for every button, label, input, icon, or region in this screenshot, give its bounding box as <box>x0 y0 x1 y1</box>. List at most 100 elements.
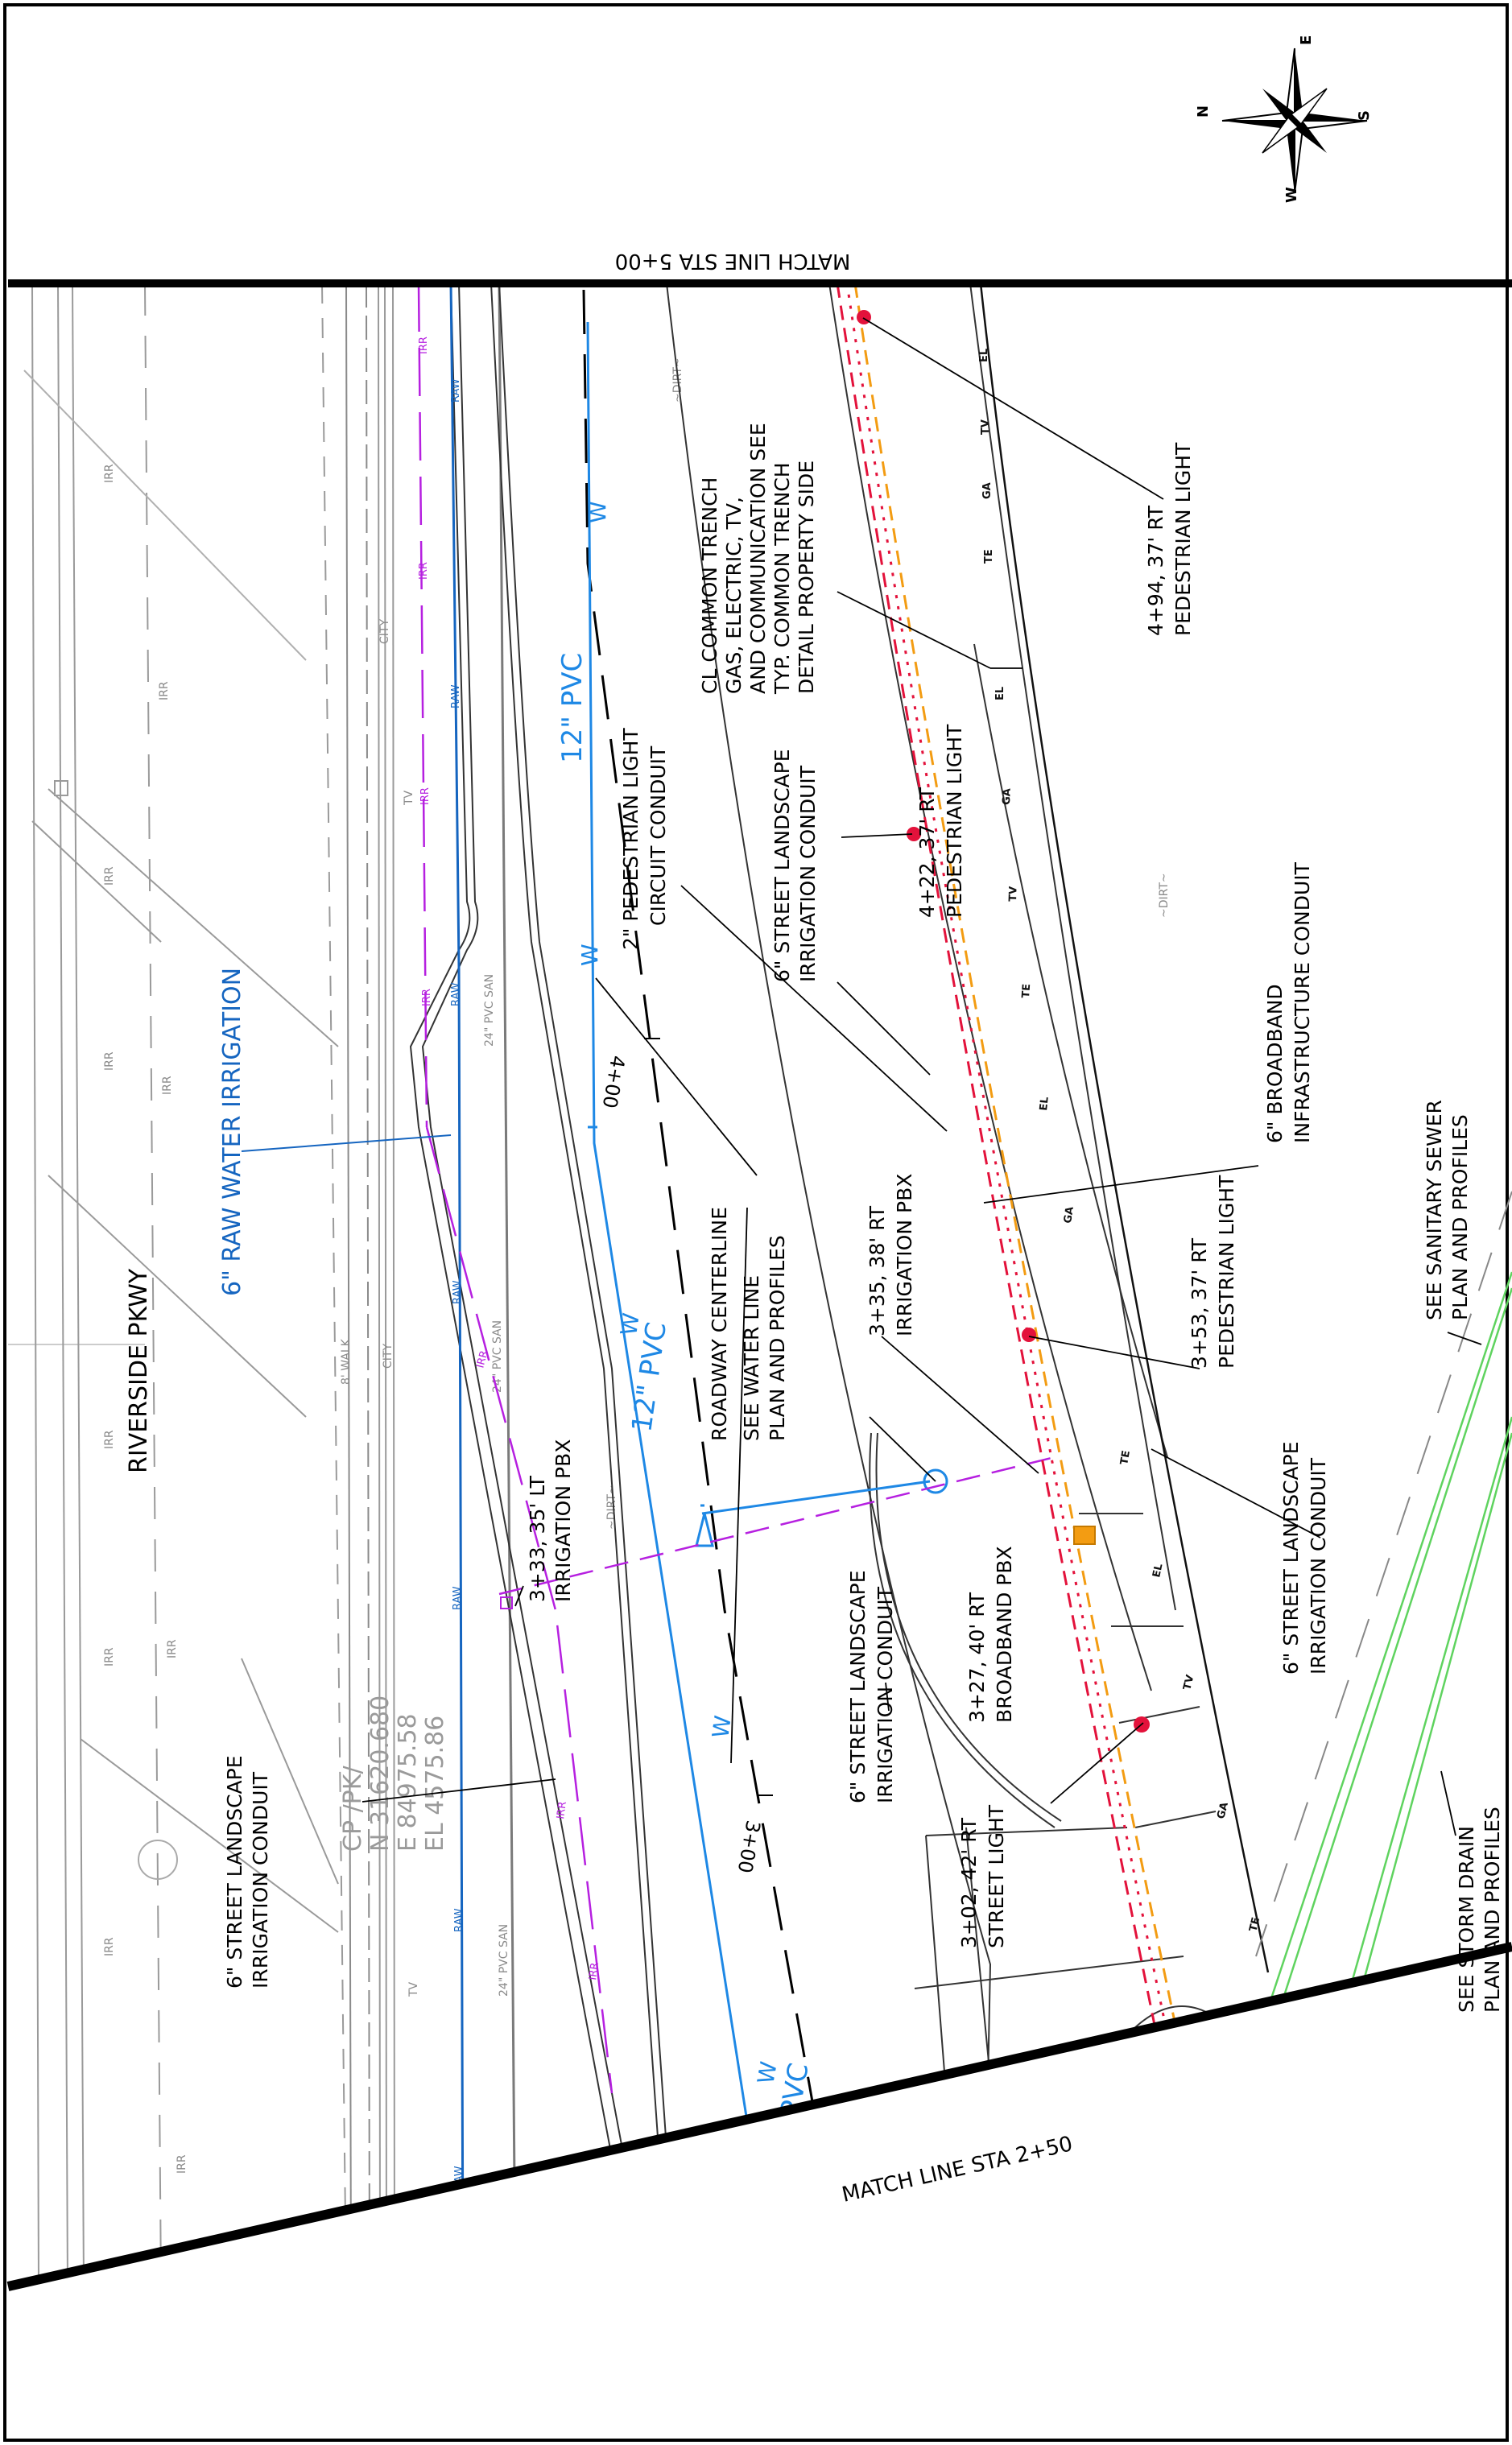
cp-name: CP /PK/ <box>339 1766 367 1852</box>
match-line-top-label: MATCH LINE STA 5+00 <box>615 249 851 273</box>
leader-lines <box>361 317 1482 1836</box>
electric-conduits <box>836 283 1177 2030</box>
trench-label-5: DETAIL PROPERTY SIDE <box>795 461 818 694</box>
landscape-d-label-1: 6" STREET LANDSCAPE <box>223 1755 246 1989</box>
svg-text:RAW: RAW <box>450 378 462 403</box>
irr333-label-2: IRRIGATION PBX <box>552 1439 575 1602</box>
station-400: 4+00 <box>598 1054 630 1110</box>
landscape-a-label-1: 6" STREET LANDSCAPE <box>770 749 794 982</box>
svg-text:IRR: IRR <box>161 1076 174 1095</box>
raw-labels: RAW RAW RAW RAW RAW RAW RAW <box>450 378 465 2190</box>
svg-text:W: W <box>576 944 603 966</box>
irr335-label-2: IRRIGATION PBX <box>893 1174 916 1336</box>
svg-text:TE: TE <box>1020 984 1033 999</box>
street-riverside: RIVERSIDE PKWY <box>125 1268 153 1473</box>
svg-text:IRR: IRR <box>419 787 432 805</box>
svg-text:GA: GA <box>981 482 994 499</box>
storm-label-1: SEE STORM DRAIN <box>1455 1826 1478 2013</box>
compass-rose-icon <box>1221 47 1368 194</box>
compass-s: S <box>1356 110 1373 121</box>
trench-tags: EL TV GA TE EL GA TV TE EL GA TE EL TV G… <box>978 349 1262 1933</box>
svg-text:TE: TE <box>1247 1916 1262 1933</box>
lights <box>857 310 1150 1733</box>
svg-text:W: W <box>752 2059 782 2086</box>
broadband-pbx <box>1073 1526 1096 1545</box>
svg-text:12" PVC: 12" PVC <box>556 653 589 763</box>
annotation-texts: 2" PEDESTRIAN LIGHT CIRCUIT CONDUIT CL C… <box>223 423 1504 2013</box>
svg-text:IRR: IRR <box>103 464 116 483</box>
match-line-bottom-label: MATCH LINE STA 2+50 <box>840 2132 1075 2208</box>
ped353-label-1: 3+53, 37' RT <box>1188 1237 1211 1369</box>
svg-text:TV: TV <box>407 1981 420 1997</box>
svg-text:8' WALK: 8' WALK <box>340 1338 353 1385</box>
street302-label-1: 3+02, 42' RT <box>957 1817 981 1948</box>
svg-text:IRR: IRR <box>103 1937 116 1956</box>
landscape-c-label-2: IRRIGATION CONDUIT <box>874 1586 897 1803</box>
svg-text:W: W <box>585 501 611 523</box>
common-trench <box>979 283 1270 1973</box>
svg-text:GA: GA <box>1215 1801 1231 1820</box>
ped-circuit-label-2: CIRCUIT CONDUIT <box>647 745 670 926</box>
match-line-bottom <box>6 1942 1512 2291</box>
broadband-label-2: INFRASTRUCTURE CONDUIT <box>1291 861 1314 1143</box>
svg-text:IRR: IRR <box>418 337 430 354</box>
control-point: CP /PK/ N 31620.680 E 84975.58 EL 4575.8… <box>339 1695 449 1852</box>
tree-symbol <box>138 1840 178 1880</box>
sheet-border <box>3 3 1509 2442</box>
landscape-c-label-1: 6" STREET LANDSCAPE <box>846 1570 870 1803</box>
svg-text:IRR: IRR <box>555 1801 569 1820</box>
landscape-a-label-2: IRRIGATION CONDUIT <box>796 765 820 982</box>
svg-text:W: W <box>615 1311 645 1337</box>
svg-text:TE: TE <box>983 549 995 564</box>
cp-northing: N 31620.680 <box>366 1695 395 1852</box>
svg-text:TV: TV <box>1181 1674 1196 1691</box>
svg-text:RAW: RAW <box>450 684 462 708</box>
landscape-b-label-1: 6" STREET LANDSCAPE <box>1279 1441 1303 1675</box>
compass-n: N <box>1195 105 1212 118</box>
svg-text:IRR: IRR <box>103 1430 116 1449</box>
svg-text:TV: TV <box>1007 886 1020 902</box>
sewer-dash <box>1255 1191 1512 1957</box>
raw-water-label: 6" RAW WATER IRRIGATION <box>218 968 246 1296</box>
irr333-label-1: 3+33, 35' LT <box>526 1475 549 1602</box>
svg-text:12" PVC: 12" PVC <box>626 1320 673 1434</box>
ped494-label-2: PEDESTRIAN LIGHT <box>1171 442 1195 636</box>
ped494-label-1: 4+94, 37' RT <box>1144 505 1167 636</box>
irrigation-tags: IRR IRR IRR IRR IRR IRR IRR <box>418 337 601 1980</box>
raw-water-line <box>449 283 465 2286</box>
cp-elevation: EL 4575.86 <box>421 1716 449 1852</box>
svg-text:EL: EL <box>1038 1097 1051 1112</box>
sewer-label-2: PLAN AND PROFILES <box>1448 1114 1472 1320</box>
svg-text:IRR: IRR <box>166 1639 179 1658</box>
cp-easting: E 84975.58 <box>394 1713 422 1852</box>
trench-label-2: GAS, ELECTRIC, TV, <box>722 497 746 694</box>
trench-label-4: TYP. COMMON TRENCH <box>770 462 794 695</box>
svg-text:RAW: RAW <box>450 982 462 1006</box>
svg-text:IRR: IRR <box>176 2154 188 2174</box>
irr335-label-1: 3+35, 38' RT <box>865 1205 889 1336</box>
svg-text:TV: TV <box>403 790 415 806</box>
svg-text:IRR: IRR <box>474 1349 490 1369</box>
existing-irr-labels: IRR IRR IRR IRR IRR IRR IRR IRR IRR IRR … <box>103 357 1171 2174</box>
svg-text:EL: EL <box>978 349 990 362</box>
svg-text:CITY: CITY <box>378 619 391 644</box>
trench-label-1: CL COMMON TRENCH <box>698 477 721 694</box>
ped353-label-2: PEDESTRIAN LIGHT <box>1215 1175 1238 1369</box>
roadway-centerline <box>582 289 847 2286</box>
plan-area: IRR IRR IRR IRR IRR IRR IRR IRR IRR IRR … <box>8 283 1512 2286</box>
station-300: 3+00 <box>733 1819 765 1875</box>
svg-text:24" PVC SAN: 24" PVC SAN <box>483 974 496 1047</box>
svg-text:24" PVC SAN: 24" PVC SAN <box>491 1320 504 1393</box>
svg-text:24" PVC SAN: 24" PVC SAN <box>498 1924 510 1997</box>
svg-text:IRR: IRR <box>103 1051 116 1071</box>
svg-text:CITY: CITY <box>382 1344 395 1369</box>
svg-text:IRR: IRR <box>103 1647 116 1666</box>
svg-text:IRR: IRR <box>103 866 116 886</box>
water-line <box>586 321 948 2286</box>
bb327-label-1: 3+27, 40' RT <box>965 1592 989 1723</box>
landscape-d-label-2: IRRIGATION CONDUIT <box>249 1771 272 1989</box>
street302-label-2: STREET LIGHT <box>985 1804 1008 1948</box>
trench-label-3: AND COMMUNICATION SEE <box>746 423 770 694</box>
landscape-b-label-2: IRRIGATION CONDUIT <box>1307 1457 1330 1675</box>
